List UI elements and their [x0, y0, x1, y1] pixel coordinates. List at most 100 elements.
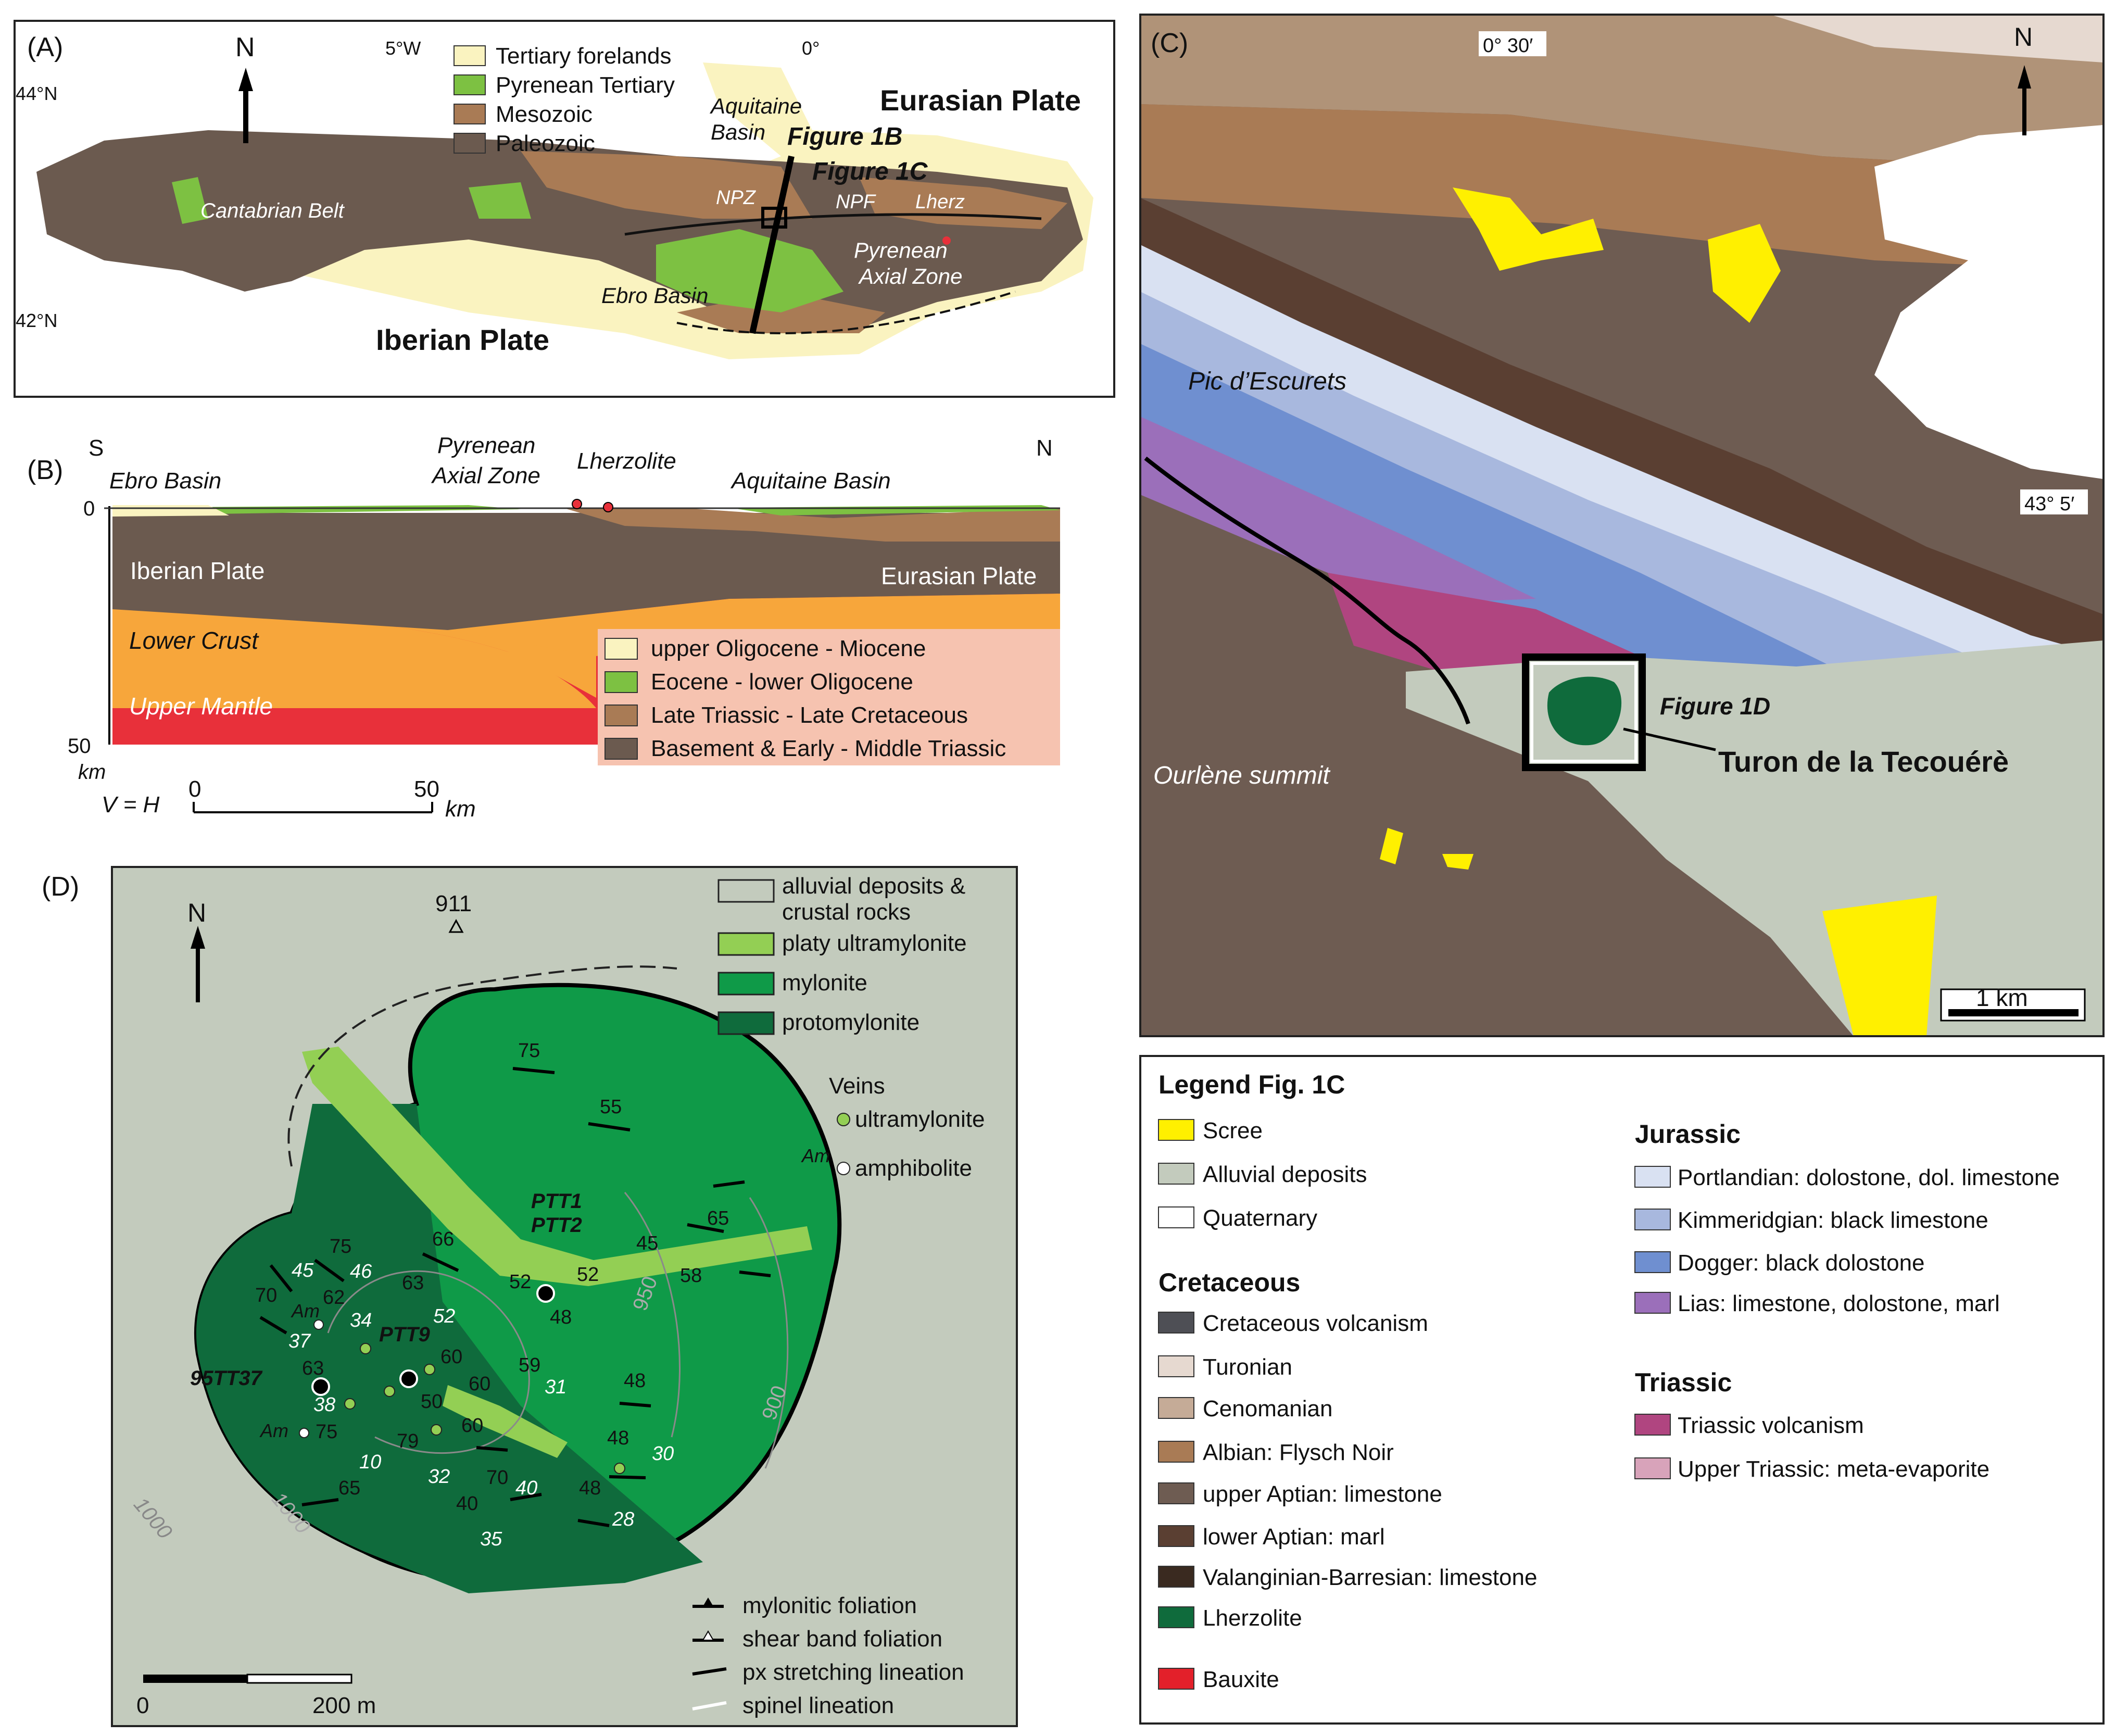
swatch-platy-ultramylonite: [717, 932, 775, 956]
dip-label: 70: [255, 1285, 277, 1306]
vh-label: V = H: [102, 792, 159, 817]
structure-3: px stretching lineation: [742, 1659, 964, 1685]
lower-crust: [112, 609, 596, 708]
panel-a: (A) 44°N 42°N 5°W 0° N Tertiary foreland…: [14, 20, 1115, 398]
dip-label: 48: [624, 1370, 646, 1392]
south-label: S: [89, 435, 104, 461]
am-label-1: Am: [291, 1300, 320, 1322]
swatch-paleozoic: [454, 133, 486, 154]
contour: [749, 1197, 789, 1469]
swatch-cenomanian: [1158, 1397, 1194, 1419]
legend-a-3: Mesozoic: [496, 102, 593, 127]
structure-1: mylonitic foliation: [742, 1593, 917, 1618]
swatch-alluvial-d: [717, 879, 775, 903]
legend-d-2: crustal rocks: [782, 899, 911, 925]
swatch-alluvial: [1158, 1163, 1194, 1185]
dip-label: 75: [518, 1040, 540, 1062]
legend-a-2: Pyrenean Tertiary: [496, 72, 675, 98]
panel-d-tag: (D): [42, 872, 79, 902]
peak-triangle: [448, 919, 464, 933]
lias-band: [1140, 417, 1536, 604]
dip-label: 63: [302, 1357, 324, 1379]
swatch-tertiary-forelands: [454, 45, 486, 66]
lon-left: 5°W: [385, 37, 421, 59]
swatch-valanginian: [1158, 1566, 1194, 1588]
platy-ultramylonite-band: [443, 1385, 568, 1458]
legend-cret-1: Cretaceous volcanism: [1203, 1311, 1428, 1336]
protomylonite-zone: [196, 1104, 703, 1593]
structure-2: shear band foliation: [742, 1626, 942, 1652]
legend-a-4: Paleozoic: [496, 131, 595, 156]
dip-label: 55: [600, 1096, 622, 1118]
sample-95tt37: [311, 1377, 330, 1396]
lon-right: 0°: [802, 37, 820, 59]
pyrenean-b-1: Pyrenean: [437, 433, 535, 458]
lineation-label: 38: [313, 1394, 335, 1416]
ebro-label-b: Ebro Basin: [109, 468, 221, 494]
legend-c: Legend Fig. 1C Scree Alluvial deposits Q…: [1139, 1055, 2105, 1725]
north-label-d: N: [187, 898, 206, 927]
legend-d-3: platy ultramylonite: [782, 930, 967, 956]
aquitaine-label-1: Aquitaine: [709, 94, 802, 118]
spinel-lineation-icon: [692, 1701, 727, 1710]
legend-jur-2: Kimmeridgian: black limestone: [1678, 1207, 1988, 1233]
panel-c-tag: (C): [1151, 28, 1188, 58]
swatch-lherzolite: [1158, 1606, 1194, 1628]
dip-label: 48: [607, 1427, 629, 1449]
dip-label: 60: [461, 1415, 483, 1437]
swatch-pyrenean-tertiary: [454, 74, 486, 95]
figure-1c-label: Figure 1C: [812, 158, 928, 185]
swatch-mylonite: [717, 972, 775, 996]
vein-ultramylonite: ultramylonite: [855, 1106, 985, 1132]
lherzolite-label-b: Lherzolite: [577, 448, 676, 474]
upper-mantle-label: Upper Mantle: [129, 693, 273, 720]
veins-title: Veins: [829, 1073, 885, 1099]
thrust-boundary: [1144, 456, 1470, 725]
legend-jur-1: Portlandian: dolostone, dol. limestone: [1678, 1165, 2060, 1190]
dip-label: 70: [486, 1467, 508, 1489]
legend-cret-4: Albian: Flysch Noir: [1203, 1440, 1394, 1465]
albian-zone: [1140, 104, 2104, 271]
legend-d-5: protomylonite: [782, 1010, 920, 1035]
north-label-c: N: [2014, 22, 2033, 52]
panel-c: (C) 0° 30′ 43° 5′ N Pic d’Escurets Ourlè…: [1139, 14, 2105, 1037]
lherzolite-site-2: [603, 502, 613, 512]
north-label-b: N: [1036, 435, 1053, 461]
dip-label: 48: [579, 1477, 601, 1499]
swatch-cret-volcanism: [1158, 1312, 1194, 1334]
jurassic-title: Jurassic: [1635, 1119, 1741, 1149]
vein-amphibolite-icon: [837, 1162, 850, 1175]
swatch-lias: [1634, 1292, 1671, 1314]
turonian-zone: [1770, 15, 2104, 62]
dip-label: 59: [519, 1354, 540, 1376]
dip-label: 40: [456, 1493, 478, 1515]
platy-ultramylonite-band: [302, 1047, 812, 1286]
dip-label: 60: [469, 1373, 490, 1395]
scree-patch: [1380, 828, 1403, 864]
legend-a-1: Tertiary forelands: [496, 43, 671, 69]
swatch-mesozoic: [454, 104, 486, 124]
lower-aptian-band: [1140, 198, 2104, 656]
pyrenean-tertiary: [656, 229, 843, 312]
swatch-albian: [1158, 1441, 1194, 1463]
kimmeridgian-band: [1140, 292, 2020, 687]
swatch-quaternary: [1158, 1206, 1194, 1228]
lat-bottom: 42°N: [16, 310, 57, 331]
dip-label: 79: [397, 1430, 419, 1452]
legend-c-frame: [1139, 1055, 2105, 1725]
legend-c-title: Legend Fig. 1C: [1158, 1070, 1345, 1099]
swatch-miocene: [604, 638, 638, 660]
legend-cret-3: Cenomanian: [1203, 1396, 1333, 1421]
dip-label: 60: [440, 1346, 462, 1368]
am-legend: Am: [801, 1145, 830, 1166]
dip-label: 65: [707, 1207, 729, 1229]
thrust-front: [676, 291, 1016, 334]
swatch-dogger: [1634, 1251, 1671, 1273]
dip-label: 65: [338, 1477, 360, 1499]
swatch-eocene: [604, 671, 638, 693]
lower-crust-label: Lower Crust: [129, 627, 259, 654]
lineation-label: 30: [652, 1443, 674, 1465]
basement: [112, 513, 1060, 630]
legend-scree: Scree: [1203, 1118, 1263, 1143]
lon-c: 0° 30′: [1483, 35, 1533, 57]
